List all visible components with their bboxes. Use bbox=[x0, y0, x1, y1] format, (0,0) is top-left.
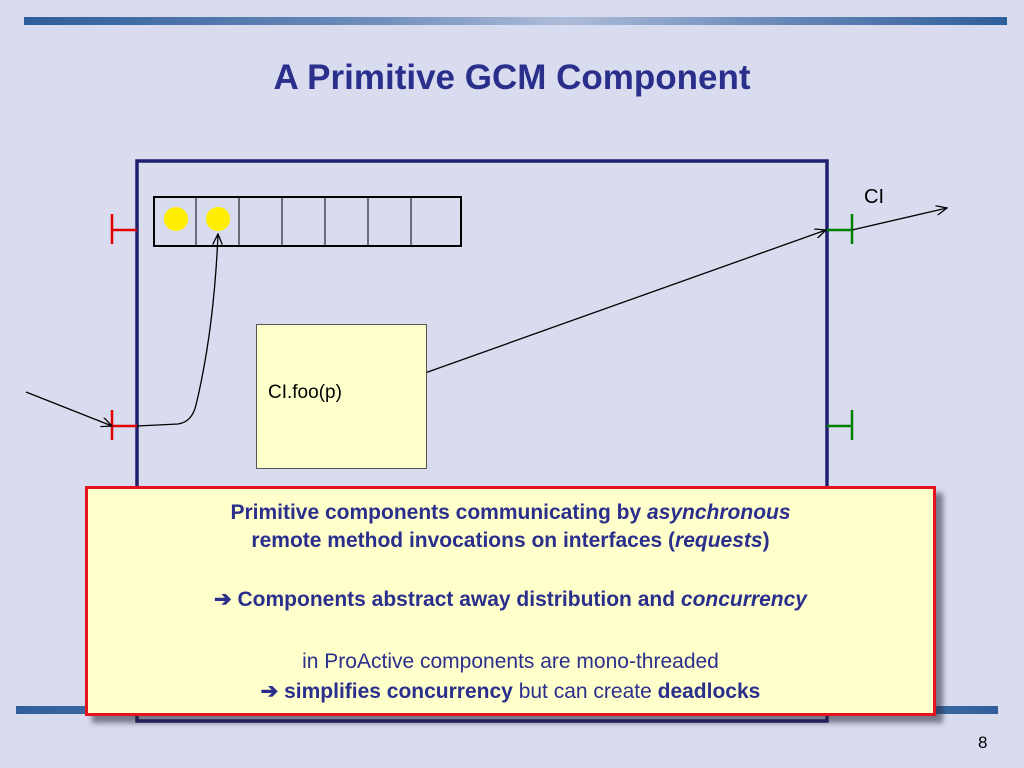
client-interface-top bbox=[827, 214, 854, 244]
callout-line-1: Primitive components communicating by as… bbox=[230, 501, 791, 552]
method-call-label: CI.foo(p) bbox=[268, 382, 342, 403]
page-number: 8 bbox=[978, 733, 988, 752]
interface-label: CI bbox=[864, 186, 884, 208]
top-decor-bar bbox=[24, 17, 1007, 25]
server-interface-top bbox=[110, 214, 137, 244]
queued-request bbox=[206, 207, 230, 231]
arrow-right-icon: ➔ bbox=[214, 588, 232, 611]
server-interface-bottom bbox=[110, 410, 137, 440]
callout-box: Primitive components communicating by as… bbox=[85, 486, 936, 716]
client-interface-bottom bbox=[827, 410, 854, 440]
callout-line-2: ➔ Components abstract away distribution … bbox=[214, 588, 807, 611]
outbound-arrow bbox=[851, 208, 947, 231]
enqueue-arrow bbox=[136, 234, 218, 427]
queued-request bbox=[164, 207, 188, 231]
call-arrow bbox=[379, 230, 826, 390]
callout-line-3: in ProActive components are mono-threade… bbox=[260, 650, 761, 703]
request-queue bbox=[153, 196, 462, 247]
arrow-right-icon: ➔ bbox=[260, 680, 279, 703]
method-call-box bbox=[256, 324, 427, 469]
incoming-request-arrow bbox=[25, 391, 112, 426]
slide-title: A Primitive GCM Component bbox=[273, 58, 751, 97]
component-border bbox=[135, 159, 829, 723]
